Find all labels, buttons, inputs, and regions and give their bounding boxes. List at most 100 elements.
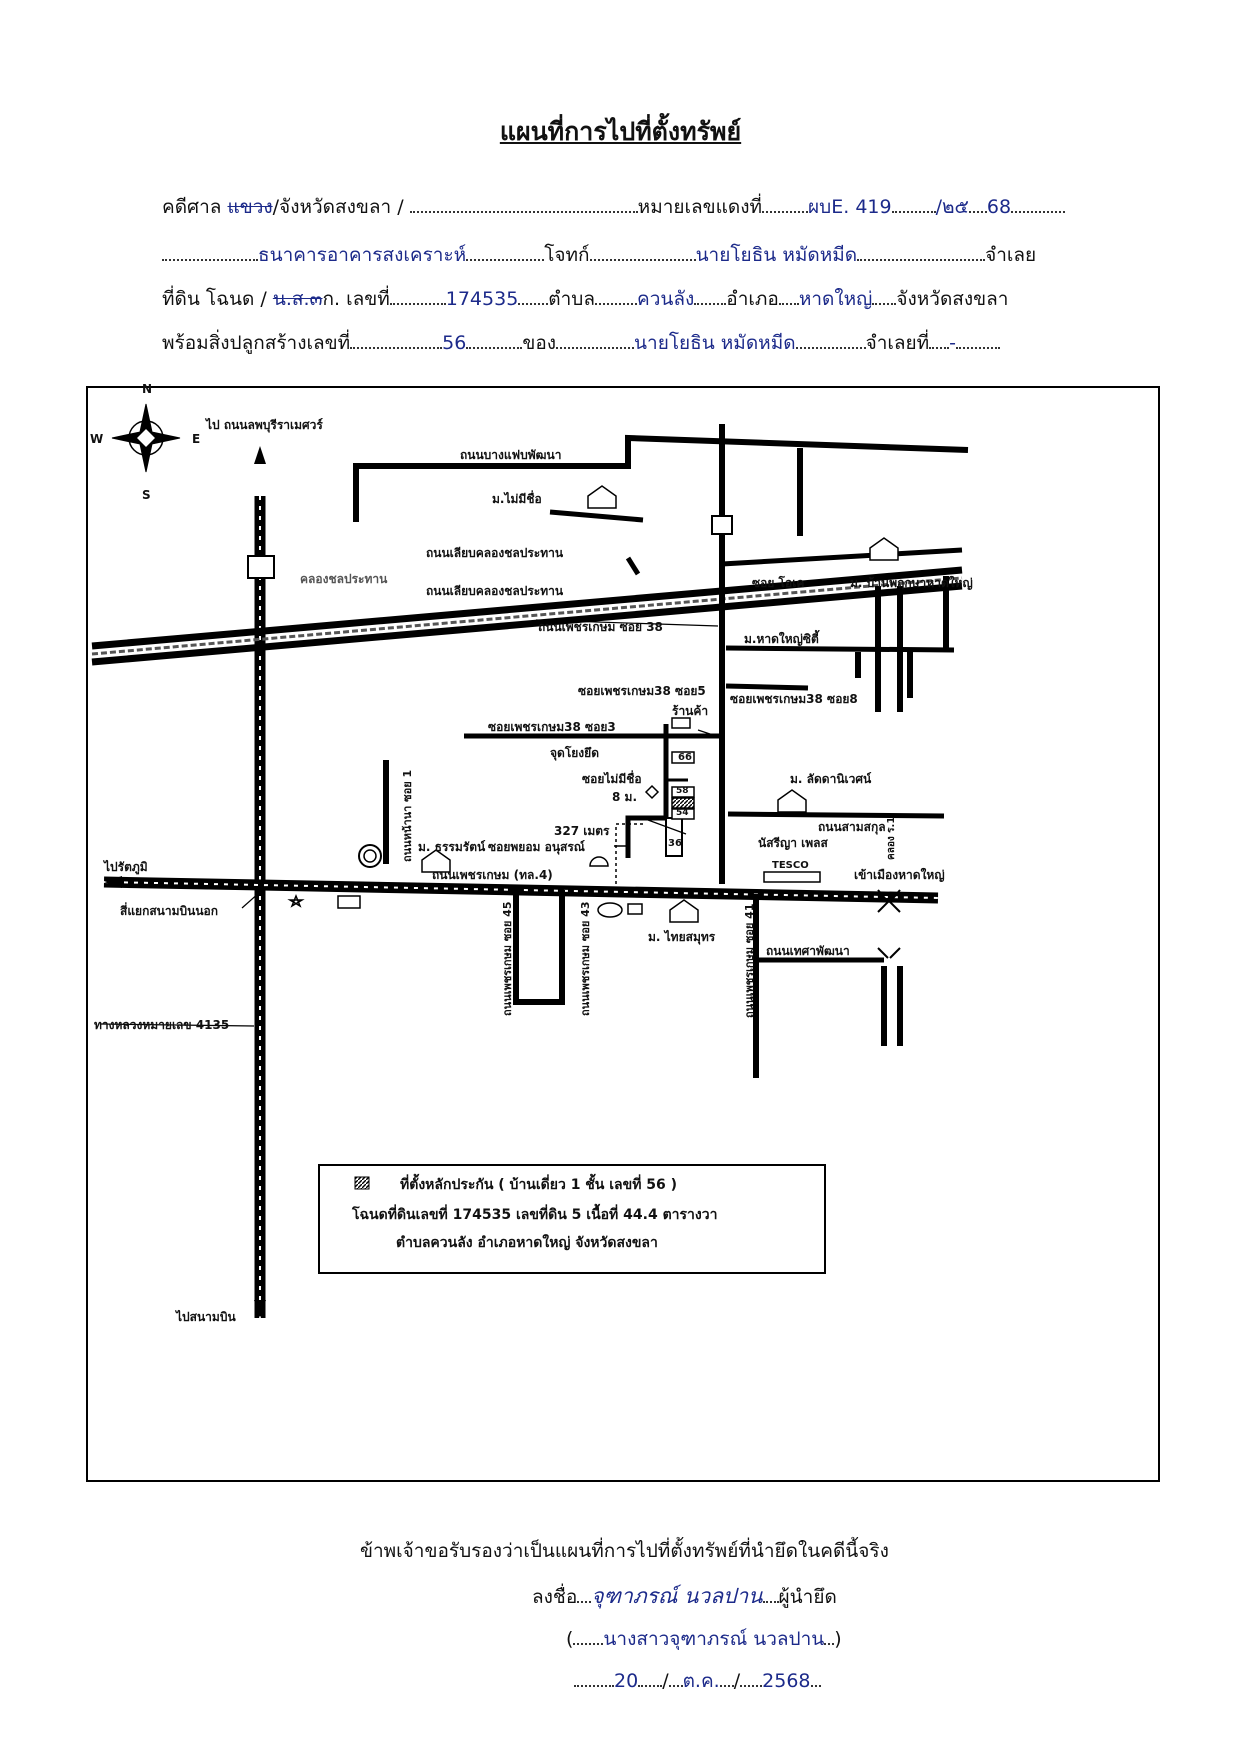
canal-road	[91, 566, 963, 650]
label-num36: 36	[668, 838, 682, 849]
label-thammarat: ม. ธรรมรัตน์	[418, 840, 486, 854]
bank-icon	[337, 895, 361, 909]
compass-icon	[111, 403, 181, 473]
house-icon-phruksa	[869, 537, 899, 561]
compass-s: S	[142, 488, 151, 502]
case-label: หมายเลขแดงที่	[637, 196, 763, 218]
date-day: 20	[614, 1670, 639, 1692]
label-soi43: ถนนเพชรเกษม ซอย 43	[579, 901, 592, 1017]
label-airport-junction: สี่แยกสนามบินนอก	[120, 904, 219, 918]
label-nana-road: ถนนหน้านา ซอย 1	[401, 769, 414, 862]
case-year: 68	[986, 196, 1012, 218]
label-tesco: TESCO	[772, 860, 809, 871]
header-line-2: ธนาคารอาคารสงเคราะห์ โจทก์ นายโยธิน หมัดหม…	[162, 240, 1036, 270]
label-soi41: ถนนเพชรเกษม ซอย 41	[743, 903, 756, 1019]
label-mai-mi-chue: ม.ไม่มีชื่อ	[492, 492, 542, 506]
plaintiff: ธนาคารอาคารสงเคราะห์	[258, 244, 467, 266]
sign-label: ลงชื่อ	[532, 1586, 578, 1608]
defendant: นายโยธิน หมัดหมีด	[695, 244, 858, 266]
signature: จุฑาภรณ์ นวลปาน	[591, 1584, 763, 1608]
case-year-sep: /๒๕	[935, 196, 969, 218]
sign-line: ลงชื่อจุฑาภรณ์ นวลปานผู้นำยึด	[532, 1580, 837, 1613]
label-to-airport: ไปสนามบิน	[176, 1310, 236, 1324]
court-province: /จังหวัดสงขลา /	[272, 196, 404, 218]
amphoe-label: อำเภอ	[726, 288, 779, 310]
court-struck: แขวง	[227, 196, 273, 218]
debtor-no: -	[949, 332, 957, 354]
label-nasriya: นัสรีญา เพลส	[758, 836, 828, 850]
map-frame: N S E W ไป ถนนลพบุรีราเมศวร์ ถนนบางแฟบพั…	[86, 382, 1160, 1482]
label-soi3: ซอยเพชรเกษม38 ซอย3	[488, 720, 616, 734]
tambon-label: ตำบล	[548, 288, 595, 310]
building-label: พร้อมสิ่งปลูกสร้างเลขที่	[162, 332, 351, 354]
label-hatyai-city: ม.หาดใหญ่ซิตี้	[744, 632, 819, 646]
shop-icon	[671, 717, 691, 729]
toyota-icon	[597, 902, 623, 918]
compass-n: N	[142, 382, 153, 396]
tesco-logo	[763, 871, 821, 883]
owner-label: ของ	[522, 332, 557, 354]
label-num58: 58	[676, 786, 689, 796]
label-soi45: ถนนเพชรเกษม ซอย 45	[501, 901, 514, 1017]
house-icon-lat-da	[777, 789, 807, 813]
label-num54: 54	[676, 808, 689, 818]
label-highway-4135: ทางหลวงหมายเลข 4135	[94, 1018, 230, 1032]
label-soi5: ซอยเพชรเกษม38 ซอย5	[578, 684, 706, 698]
province: จังหวัดสงขลา	[896, 288, 1009, 310]
building-no: 56	[442, 332, 467, 354]
certify-text: ข้าพเจ้าขอรับรองว่าเป็นแผนที่การไปที่ตั้…	[360, 1540, 889, 1562]
label-phetkasem-38: ถนนเพชรเกษม ซอย 38	[538, 620, 663, 634]
pin-icon	[644, 784, 660, 800]
label-meeting-point: จุดโยงยึด	[550, 746, 599, 760]
compass-e: E	[192, 432, 201, 446]
label-canal-road-north: ถนนเลียบคลองชลประทาน	[426, 546, 564, 560]
label-distance: 327 เมตร	[554, 824, 610, 838]
plaintiff-label: โจทก์	[544, 244, 590, 266]
label-soi-no-name: ซอยไม่มีชื่อ	[582, 772, 642, 786]
header-line-4: พร้อมสิ่งปลูกสร้างเลขที่ 56 ของ นายโยธิน หม…	[162, 328, 1001, 358]
date-month: ต.ค.	[682, 1670, 720, 1692]
label-to-ratthaphum: ไปรัตภูมิ	[104, 860, 148, 874]
label-bang-phaeo: ถนนบางแฟบพัฒนา	[460, 448, 562, 462]
label-baan-phruksa: ม. บ้านพฤกษาหาดใหญ่	[850, 576, 973, 590]
house-icon-thai-samut	[669, 899, 699, 923]
label-thetsa-phatthana: ถนนเทศาพัฒนา	[766, 944, 850, 958]
label-num66: 66	[678, 752, 692, 763]
case-no: ผบE. 419	[808, 196, 892, 218]
label-eight-m: 8 ม.	[612, 790, 637, 804]
date-year: 2568	[762, 1670, 811, 1692]
label-to-lam-road: ไป ถนนลพบุรีราเมศวร์	[206, 418, 323, 432]
compass-w: W	[90, 432, 104, 446]
debtor-no-label: จำเลยที่	[865, 332, 930, 354]
label-canal-name: คลองชลประทาน	[300, 572, 388, 586]
house-icon-mai-mi-chue	[587, 485, 617, 509]
label-sam-sakul: ถนนสามสกุล	[818, 820, 886, 834]
debtor-label: จำเลย	[985, 244, 1037, 266]
label-khlong-r1: คลอง ร.1	[886, 816, 897, 860]
book-icon	[627, 903, 643, 915]
label-canal-road-south: ถนนเลียบคลองชลประทาน	[426, 584, 564, 598]
amphoe: หาดใหญ่	[798, 288, 873, 310]
legend-line-1: ที่ตั้งหลักประกัน ( บ้านเดี่ยว 1 ชั้น เล…	[400, 1177, 678, 1193]
owner: นายโยธิน หมัดหมีด	[634, 332, 796, 354]
header-line-1: คดีศาล แขวง/จังหวัดสงขลา / หมายเลขแดงที่…	[162, 192, 1066, 222]
road-phetkasem-main	[103, 876, 939, 904]
property-marker-icon	[354, 1176, 370, 1190]
label-shop: ร้านค้า	[672, 704, 709, 718]
tambon: ควนลัง	[637, 288, 695, 310]
legend-box: ที่ตั้งหลักประกัน ( บ้านเดี่ยว 1 ชั้น เล…	[318, 1164, 826, 1274]
date-sep-2: /	[733, 1670, 741, 1692]
map-drawing	[91, 403, 969, 1318]
signer-name: นางสาวจุฑาภรณ์ นวลปาน	[603, 1628, 825, 1650]
ns-struck: น.ส.๓	[272, 288, 323, 310]
label-phetkasem-main: ถนนเพชรเกษม (ทล.4)	[432, 868, 553, 882]
label-soi8: ซอยเพชรเกษม38 ซอย8	[730, 692, 858, 706]
date-line: 20/ต.ค./2568	[574, 1666, 821, 1696]
page-title: แผนที่การไปที่ตั้งทรัพย์	[499, 117, 742, 146]
name-line: (นางสาวจุฑาภรณ์ นวลปาน)	[566, 1624, 842, 1654]
house-icon-thammarat	[421, 849, 451, 873]
shell-icon	[589, 856, 609, 867]
label-lat-da-niwet: ม. ลัดดานิเวศน์	[790, 772, 872, 786]
open-paren: (	[566, 1628, 574, 1650]
legend-line-3: ตำบลควนลัง อำเภอหาดใหญ่ จังหวัดสงขลา	[396, 1235, 658, 1251]
